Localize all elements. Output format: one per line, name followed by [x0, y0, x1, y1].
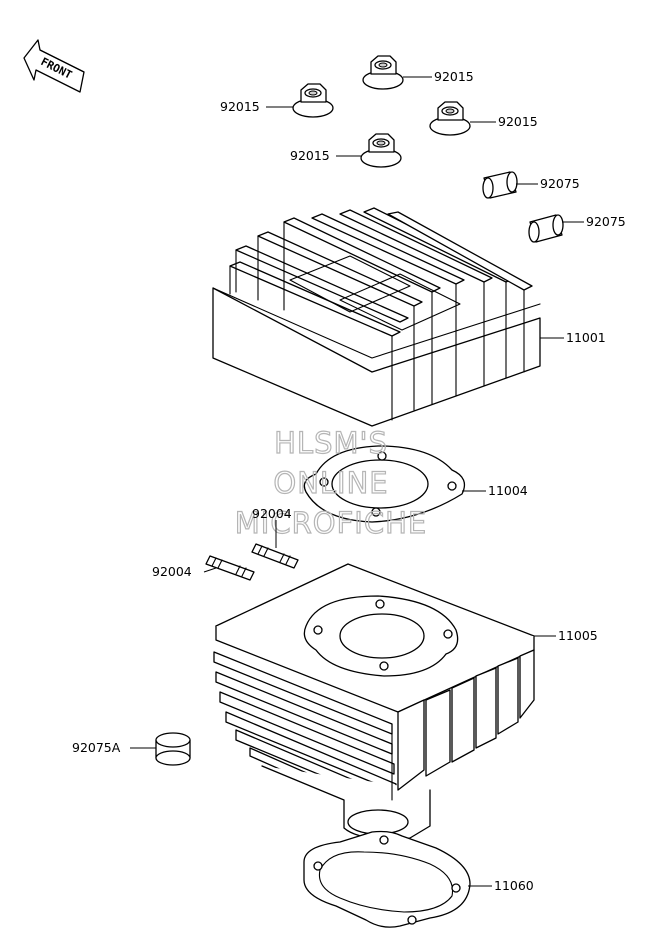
flange-nut-top[interactable] — [362, 55, 404, 90]
front-direction-arrow: FRONT — [23, 39, 85, 93]
dowel-pin-lower[interactable] — [528, 214, 564, 243]
label-dowel-upper: 92075 — [540, 176, 580, 191]
flange-nut-bottom[interactable] — [360, 133, 402, 168]
label-dowel-lower: 92075 — [586, 214, 626, 229]
stud-upper[interactable] — [251, 543, 299, 569]
part-labels: 92015 92015 92015 92015 92075 92075 1100… — [72, 69, 626, 893]
label-cylinder: 11005 — [558, 628, 598, 643]
flange-nut-right[interactable] — [429, 101, 471, 136]
label-nut-right: 92015 — [498, 114, 538, 129]
flange-nut-left[interactable] — [292, 83, 334, 118]
head-gasket[interactable] — [303, 445, 466, 523]
dowel-pin-a[interactable] — [155, 732, 191, 766]
label-nut-top: 92015 — [434, 69, 474, 84]
dowel-pin-upper[interactable] — [482, 171, 518, 199]
label-dowel-a: 92075A — [72, 740, 121, 755]
watermark-line-1: HLSM'S — [274, 426, 388, 460]
label-stud-upper: 92004 — [252, 506, 292, 521]
label-base-gasket: 11060 — [494, 878, 534, 893]
watermark-line-3: MICROFICHE — [235, 506, 427, 540]
base-gasket[interactable] — [303, 830, 471, 928]
leader-lines — [130, 76, 584, 887]
stud-lower[interactable] — [205, 555, 255, 581]
label-stud-lower: 92004 — [152, 564, 192, 579]
label-nut-left: 92015 — [220, 99, 260, 114]
cylinder[interactable] — [213, 563, 535, 840]
watermark: HLSM'S ONLINE MICROFICHE — [234, 425, 427, 540]
cylinder-head[interactable] — [212, 207, 541, 427]
label-nut-bottom: 92015 — [290, 148, 330, 163]
label-head-gasket: 11004 — [488, 483, 528, 498]
watermark-line-2: ONLINE — [273, 466, 388, 500]
label-cylinder-head: 11001 — [566, 330, 606, 345]
